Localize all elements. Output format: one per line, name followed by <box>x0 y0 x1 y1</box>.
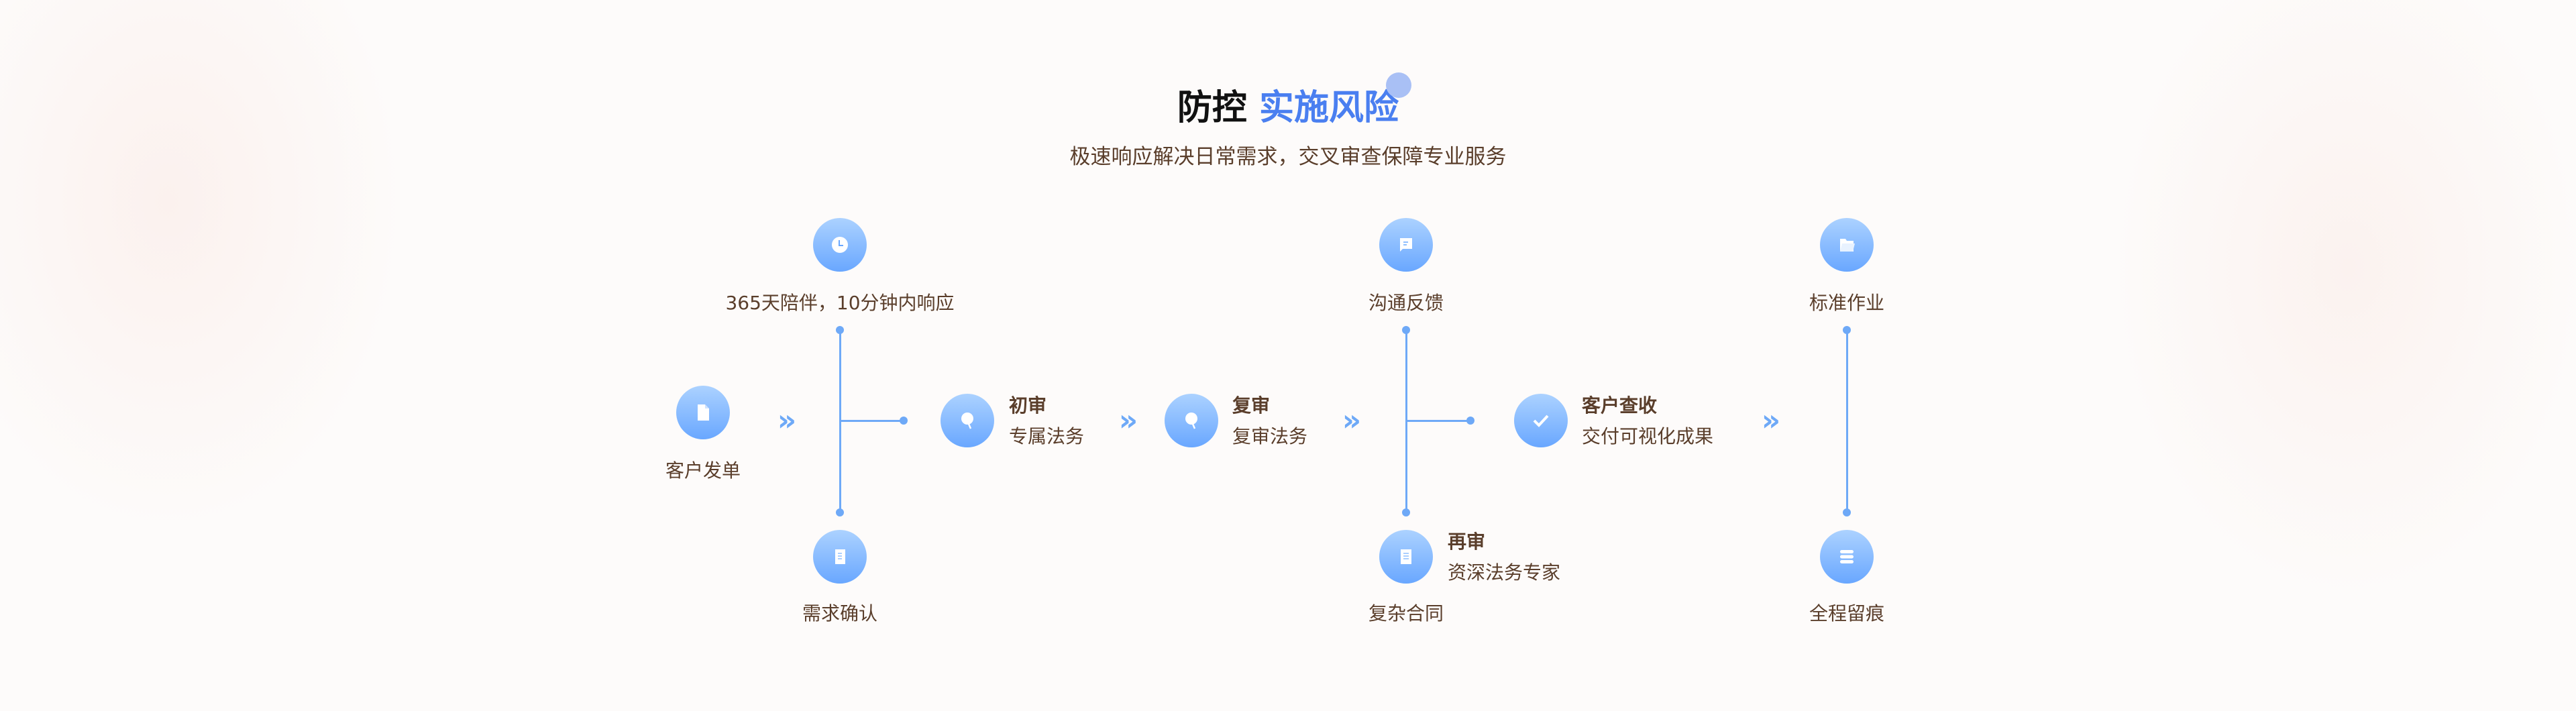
step-desc: 资深法务专家 <box>1448 561 1561 584</box>
check-icon <box>1514 394 1568 447</box>
connector-dot <box>836 326 844 334</box>
step-title: 客户查收 <box>1582 394 1658 417</box>
step-title: 再审 <box>1448 531 1486 553</box>
connector-dot <box>1843 508 1851 516</box>
connector-dot <box>836 508 844 516</box>
step-desc: 复审法务 <box>1232 425 1308 447</box>
step-title: 初审 <box>1009 394 1047 417</box>
scroll-icon <box>813 530 867 584</box>
step-complex-label: 复杂合同 <box>1368 602 1444 624</box>
connector-dot <box>900 417 908 425</box>
chevron-right-icon: » <box>1118 403 1138 438</box>
step-desc: 专属法务 <box>1009 425 1085 447</box>
page-title: 防控 实施风险 <box>0 79 2576 129</box>
search-icon <box>1165 394 1218 447</box>
chevron-right-icon: » <box>1761 403 1781 438</box>
step-second-review: 复审复审法务 <box>1232 390 1307 452</box>
connector-dot <box>1402 326 1410 334</box>
chevron-right-icon: » <box>1342 403 1362 438</box>
step-trace-label: 全程留痕 <box>1809 602 1885 624</box>
connector-dot <box>1843 326 1851 334</box>
file-lines-icon <box>1379 530 1433 584</box>
connector-dot <box>1402 508 1410 516</box>
title-dark: 防控 <box>1177 88 1247 128</box>
document-icon <box>676 386 730 439</box>
step-confirm-label: 需求确认 <box>802 602 878 624</box>
step-title: 复审 <box>1232 394 1271 417</box>
step-first-review: 初审专属法务 <box>1009 390 1084 452</box>
decorative-dot <box>1386 72 1411 98</box>
step-accept: 客户查收交付可视化成果 <box>1582 390 1713 452</box>
branch-line-2 <box>1405 420 1470 422</box>
chat-icon <box>1379 218 1433 272</box>
page-subtitle: 极速响应解决日常需求，交叉审查保障专业服务 <box>1069 145 1507 169</box>
server-icon <box>1820 530 1874 584</box>
clock-icon <box>813 218 867 272</box>
branch-line-1 <box>839 420 904 422</box>
step-standard-label: 标准作业 <box>1809 292 1885 314</box>
step-order-label: 客户发单 <box>665 459 741 482</box>
step-re-review: 再审资深法务专家 <box>1448 527 1560 588</box>
connector-dot <box>1466 417 1474 425</box>
step-feedback-label: 沟通反馈 <box>1368 292 1444 314</box>
step-desc: 交付可视化成果 <box>1582 425 1714 447</box>
connector-line-3 <box>1846 330 1848 512</box>
folder-icon <box>1820 218 1874 272</box>
search-icon <box>941 394 994 447</box>
title-highlight: 实施风险 <box>1259 88 1399 128</box>
chevron-right-icon: » <box>777 403 797 438</box>
step-support-label: 365天陪伴，10分钟内响应 <box>725 292 955 314</box>
